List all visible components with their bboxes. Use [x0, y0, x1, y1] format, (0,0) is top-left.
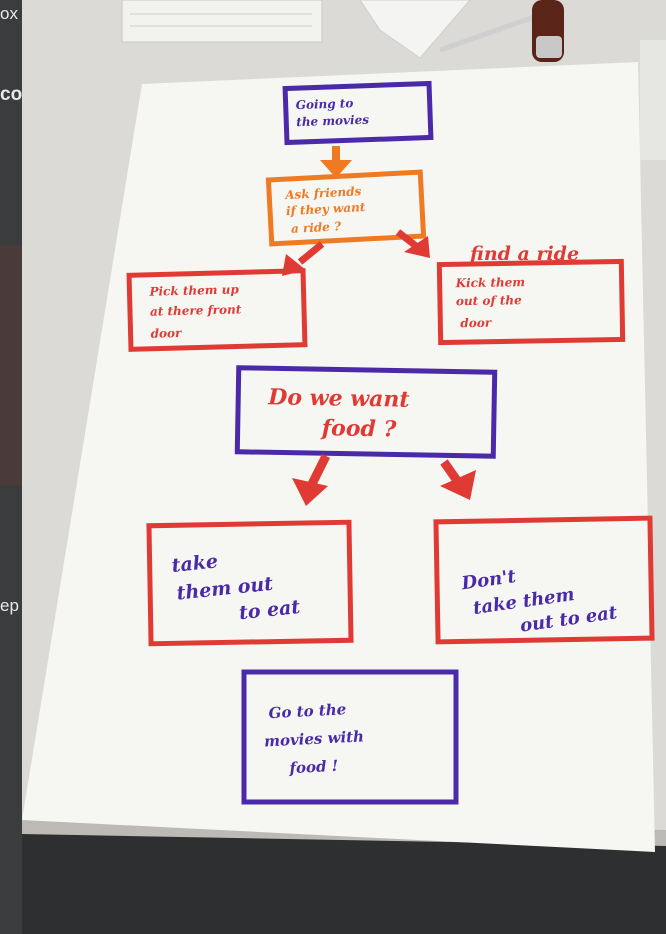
floor-shadow — [22, 820, 666, 934]
notepad — [121, 0, 323, 43]
pick-up-box — [126, 268, 308, 352]
left-edge-text: ep — [0, 596, 19, 615]
branch-note: find a ride — [468, 243, 579, 265]
take-out-line: take — [171, 550, 219, 577]
kick-out-text: Kick them out of the door — [455, 275, 531, 330]
left-edge-text: co — [0, 84, 22, 105]
decision-line: Do we want — [267, 384, 410, 412]
decision-text: Do we want food ? — [266, 384, 417, 443]
arrow-down-right-icon — [440, 459, 476, 500]
ask-line: if they want — [286, 200, 366, 218]
kick-out-box — [436, 258, 626, 346]
arrow-down-icon — [320, 146, 352, 178]
take-out-box — [146, 519, 354, 647]
end-line: food ! — [288, 757, 339, 778]
marker-tip — [536, 36, 562, 58]
ask-line: Ask friends — [284, 184, 362, 202]
end-line: movies with — [264, 727, 365, 750]
kick-out-line: out of the — [456, 293, 522, 308]
dont-take-box — [433, 515, 655, 645]
ask-box — [265, 169, 427, 247]
end-line: Go to the — [268, 700, 346, 722]
poster-paper — [22, 62, 655, 852]
start-line: the movies — [296, 113, 369, 130]
end-text: Go to the movies with food ! — [262, 699, 371, 778]
arrow-down-right-icon — [395, 229, 430, 258]
ask-line: a ride ? — [291, 219, 343, 236]
end-box — [241, 669, 459, 805]
left-edge-text: ox — [0, 4, 18, 23]
arrow-down-left-icon — [292, 453, 331, 506]
screen-sliver-image — [0, 245, 22, 485]
pick-up-line: Pick them up — [148, 282, 239, 298]
start-text: Going to the movies — [295, 96, 369, 130]
pick-up-line: door — [150, 326, 183, 341]
kick-out-line: door — [460, 316, 493, 331]
flowchart — [126, 80, 655, 805]
kick-out-line: Kick them — [455, 275, 526, 290]
ask-text: Ask friends if they want a ride ? — [284, 184, 371, 236]
start-box — [282, 80, 434, 146]
arrows — [282, 146, 476, 506]
decision-line: food ? — [319, 415, 397, 442]
decision-box — [234, 365, 498, 459]
paper-fold — [359, 0, 471, 59]
right-object — [640, 40, 666, 160]
pick-up-line: at there front — [150, 302, 242, 318]
start-line: Going to — [295, 96, 353, 112]
pick-up-text: Pick them up at there front door — [148, 282, 246, 341]
arrow-down-left-icon — [282, 241, 325, 276]
